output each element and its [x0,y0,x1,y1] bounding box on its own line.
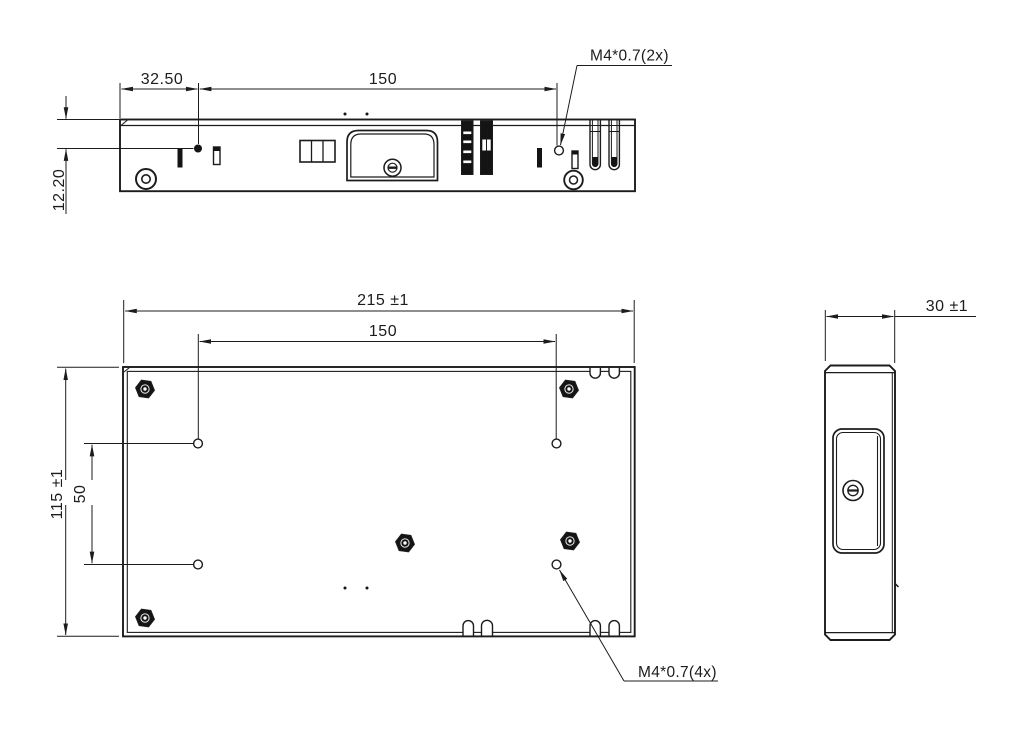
dim-edge-to-hole: 32.50 [141,71,184,88]
hex-standoff [393,532,417,554]
hex-standoff [558,530,582,552]
end-view-dimensions: 30 ±1 [824,298,976,363]
hex-standoff [133,607,157,629]
pilot-dot [343,112,347,116]
dim-hole-height: 12.20 [51,169,68,212]
rivet-right [563,169,584,191]
end-view-outline [824,364,896,641]
end-view [824,364,900,641]
corner-chamfer-mark [123,367,130,373]
edge-notch [608,619,621,636]
cover-screw-icon [383,158,402,177]
vent-slot-tall-2 [608,119,621,171]
thread-callout-2x: M4*0.7(2x) [590,48,669,65]
mounting-hole [551,438,562,449]
pilot-dot [365,586,369,590]
terminal-cover [346,129,439,182]
dim-hole-pitch: 50 [72,485,89,504]
vent-slot-small-right [537,148,542,168]
rivet-left [135,168,157,190]
dim-overall-length: 215 ±1 [357,292,409,309]
mounting-hole [192,438,204,449]
edge-notch [589,619,602,636]
top-view-dimensions: 32.50 150 12.20 M4*0.7(2x) [51,48,672,214]
slot-outline-right [571,150,579,170]
plan-view [122,366,636,638]
power-switch [299,139,336,163]
terminal-block-slot-b [480,120,493,175]
mounting-hole-right [553,145,565,156]
pilot-dot [365,112,369,116]
plan-view-dimensions: 215 ±1 150 115 ±1 50 M4*0.7(4x) [49,292,718,682]
corner-chamfer-mark [120,119,128,126]
terminal-block-slot-a [461,120,474,175]
edge-tick-mark [894,582,900,588]
edge-notch [480,619,494,636]
top-view-outline [119,118,636,193]
end-terminal-cover [832,428,885,554]
vent-slot-tall-1 [589,119,602,171]
top-view [119,112,636,193]
hex-standoff [133,378,157,400]
pilot-dot [343,586,347,590]
edge-notch [608,367,621,379]
dim-top-hole-spacing: 150 [369,71,397,88]
cover-screw-icon [842,479,864,502]
mounting-hole-left [194,144,202,153]
slot-outline-left [212,146,221,166]
edge-notch [462,619,475,636]
dim-overall-width: 115 ±1 [49,469,66,520]
hex-standoff [557,378,581,400]
vent-slot-small-left [177,148,183,168]
mounting-hole [192,559,204,570]
dim-overall-depth: 30 ±1 [926,298,968,315]
thread-callout-4x: M4*0.7(4x) [638,664,717,681]
dim-plan-hole-spacing: 150 [369,323,397,340]
mounting-hole [551,559,562,570]
plan-view-outline [122,366,636,638]
edge-notch [589,367,602,379]
plan-view-inner-edge [126,370,632,633]
